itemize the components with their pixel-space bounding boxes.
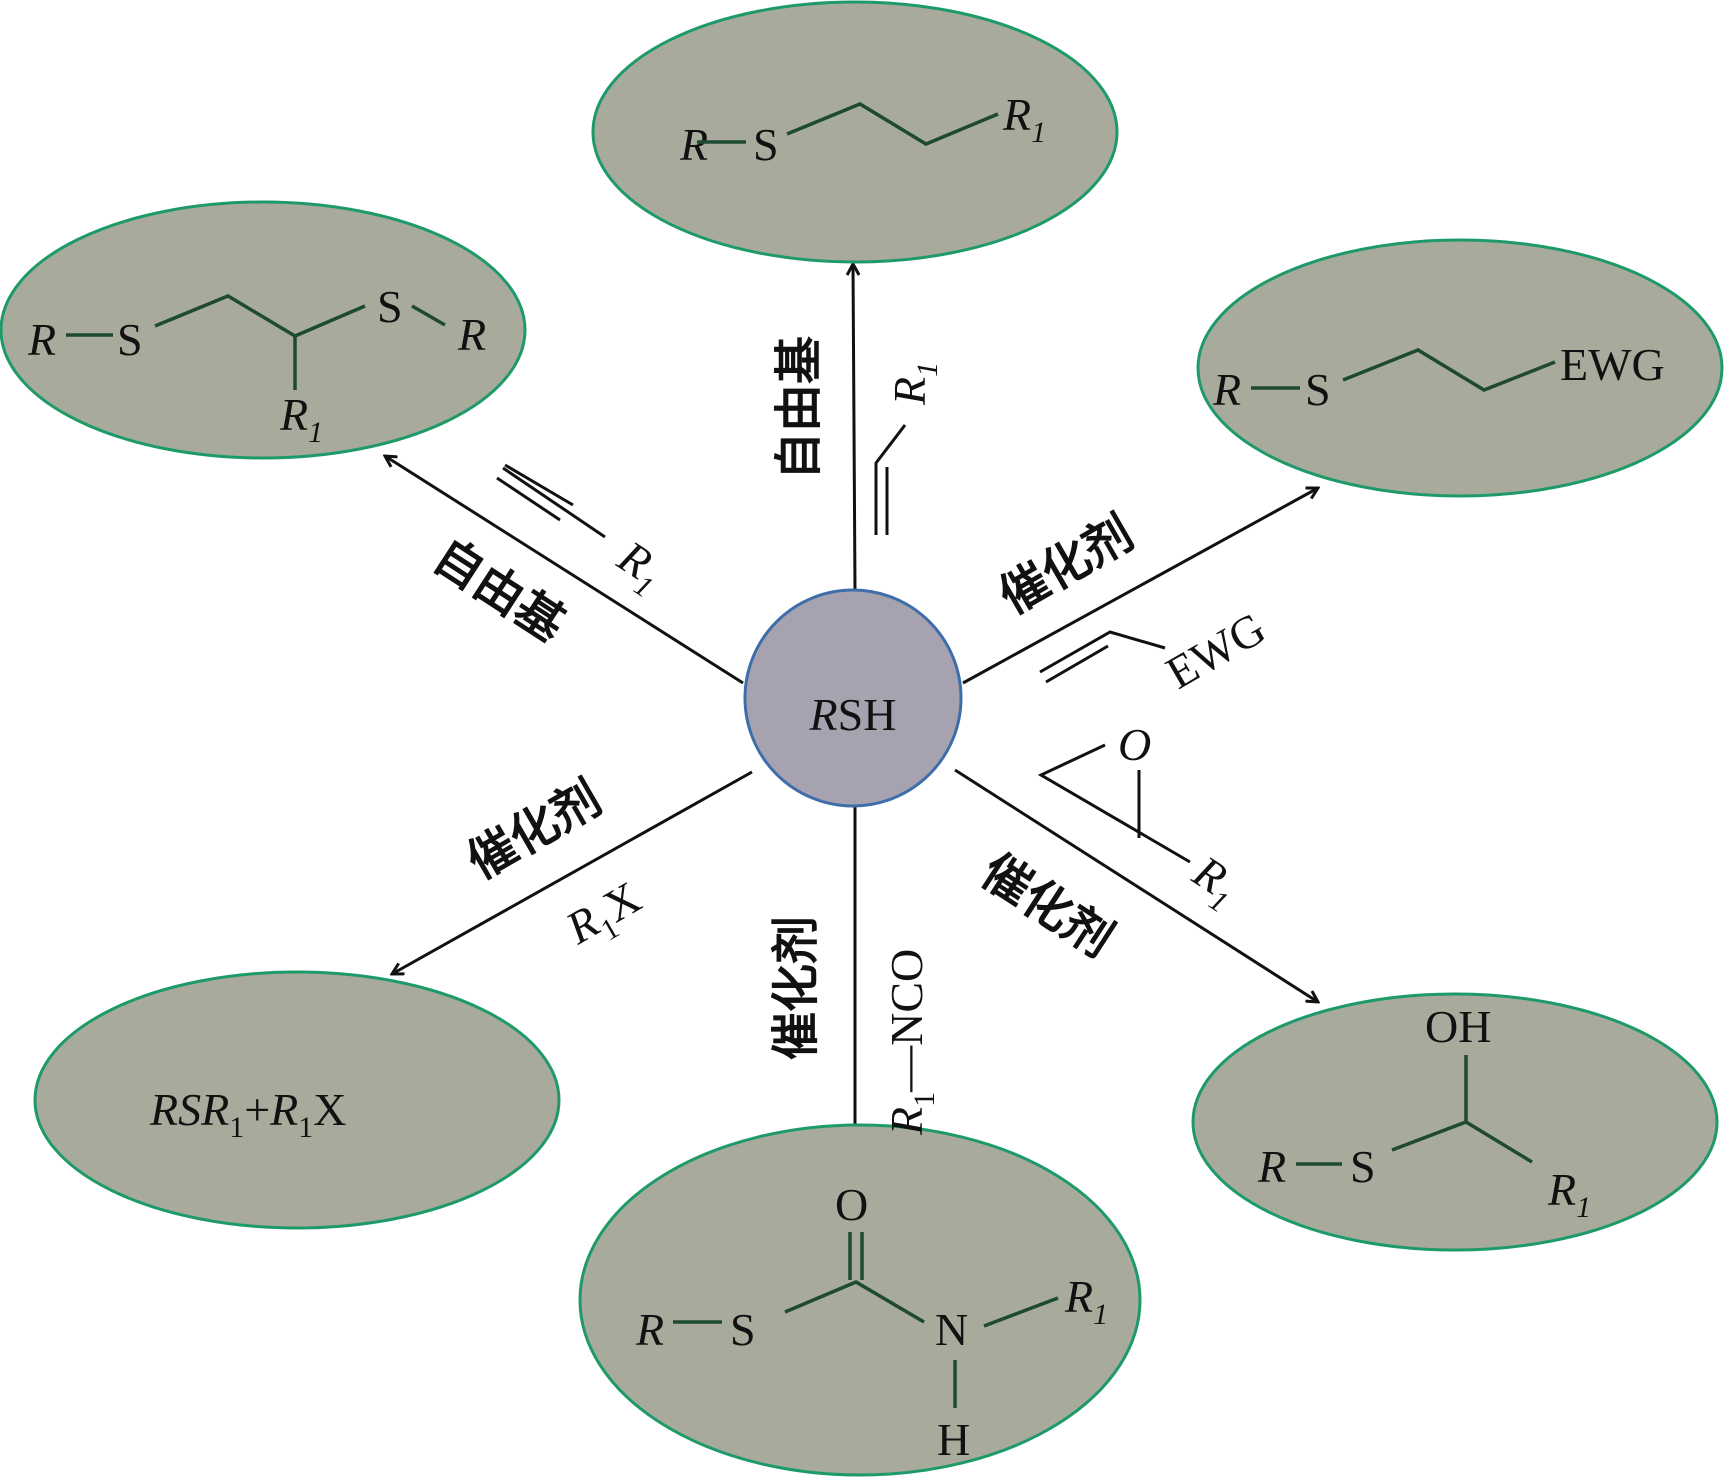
condition-catalyst: 催化剂 <box>768 916 824 1060</box>
arrow-bottom-left <box>392 770 753 974</box>
atom-s: S <box>730 1304 756 1355</box>
atom-r1: R1 <box>1547 1164 1591 1224</box>
reagent-r1: R1 <box>1179 845 1249 919</box>
reaction-top: 自由基 R1 <box>771 336 944 535</box>
center-label-sh: SH <box>838 689 897 740</box>
atom-r1: R1 <box>1002 89 1046 149</box>
reagent-r1-nco: R1—NCO <box>881 949 941 1136</box>
atom-r1: R1 <box>279 389 323 449</box>
reagent-r1: R1 <box>604 530 674 604</box>
condition-catalyst: 催化剂 <box>458 770 611 891</box>
atom-o: O <box>835 1179 868 1230</box>
atom-r1: R1 <box>1064 1271 1108 1331</box>
reagent-ewg: EWG <box>1158 602 1274 699</box>
atom-r: R <box>635 1304 664 1355</box>
atom-r-end: R <box>457 309 486 360</box>
product-bottom: O R S N R1 H <box>578 1123 1142 1477</box>
atom-s2: S <box>377 281 403 332</box>
reaction-bottom: 催化剂 R1—NCO <box>768 916 941 1136</box>
arrow-top-right <box>962 488 1318 685</box>
reaction-bottom-left: 催化剂 R1X <box>458 770 654 962</box>
atom-ewg: EWG <box>1560 339 1665 390</box>
formula-rsr1-r1x: RSR1+R1X <box>149 1084 347 1144</box>
atom-s: S <box>753 119 779 170</box>
atom-oh: OH <box>1425 1001 1491 1052</box>
atom-r: R <box>27 314 56 365</box>
reagent-epoxide-o: O <box>1118 719 1151 770</box>
atom-s: S <box>1350 1141 1376 1192</box>
svg-text:RSH: RSH <box>809 689 897 740</box>
product-top-left: R S S R R1 <box>0 200 527 460</box>
atom-r: R <box>679 119 708 170</box>
arrow-bottom-right <box>954 768 1318 1002</box>
atom-r: R <box>1257 1141 1286 1192</box>
atom-h: H <box>937 1414 970 1465</box>
product-top-right: R S EWG <box>1196 238 1724 498</box>
reaction-top-right: 催化剂 EWG <box>990 505 1274 699</box>
product-bottom-right: OH R S R1 <box>1191 992 1719 1252</box>
condition-catalyst: 催化剂 <box>990 505 1143 626</box>
product-bottom-left: RSR1+R1X <box>33 970 561 1230</box>
arrow-top-left <box>385 456 744 685</box>
atom-r: R <box>1212 364 1241 415</box>
condition-radical: 自由基 <box>423 528 574 653</box>
product-top: R S R1 <box>591 0 1119 264</box>
condition-radical: 自由基 <box>771 336 827 480</box>
reagent-r1x: R1X <box>557 871 654 962</box>
atom-s1: S <box>117 314 143 365</box>
arrow-top <box>853 264 855 591</box>
center-label-r: R <box>809 689 838 740</box>
atom-s: S <box>1305 364 1331 415</box>
reagent-r1: R1 <box>884 362 944 406</box>
center-node-rsh: RSH <box>743 588 963 808</box>
atom-n: N <box>935 1304 968 1355</box>
